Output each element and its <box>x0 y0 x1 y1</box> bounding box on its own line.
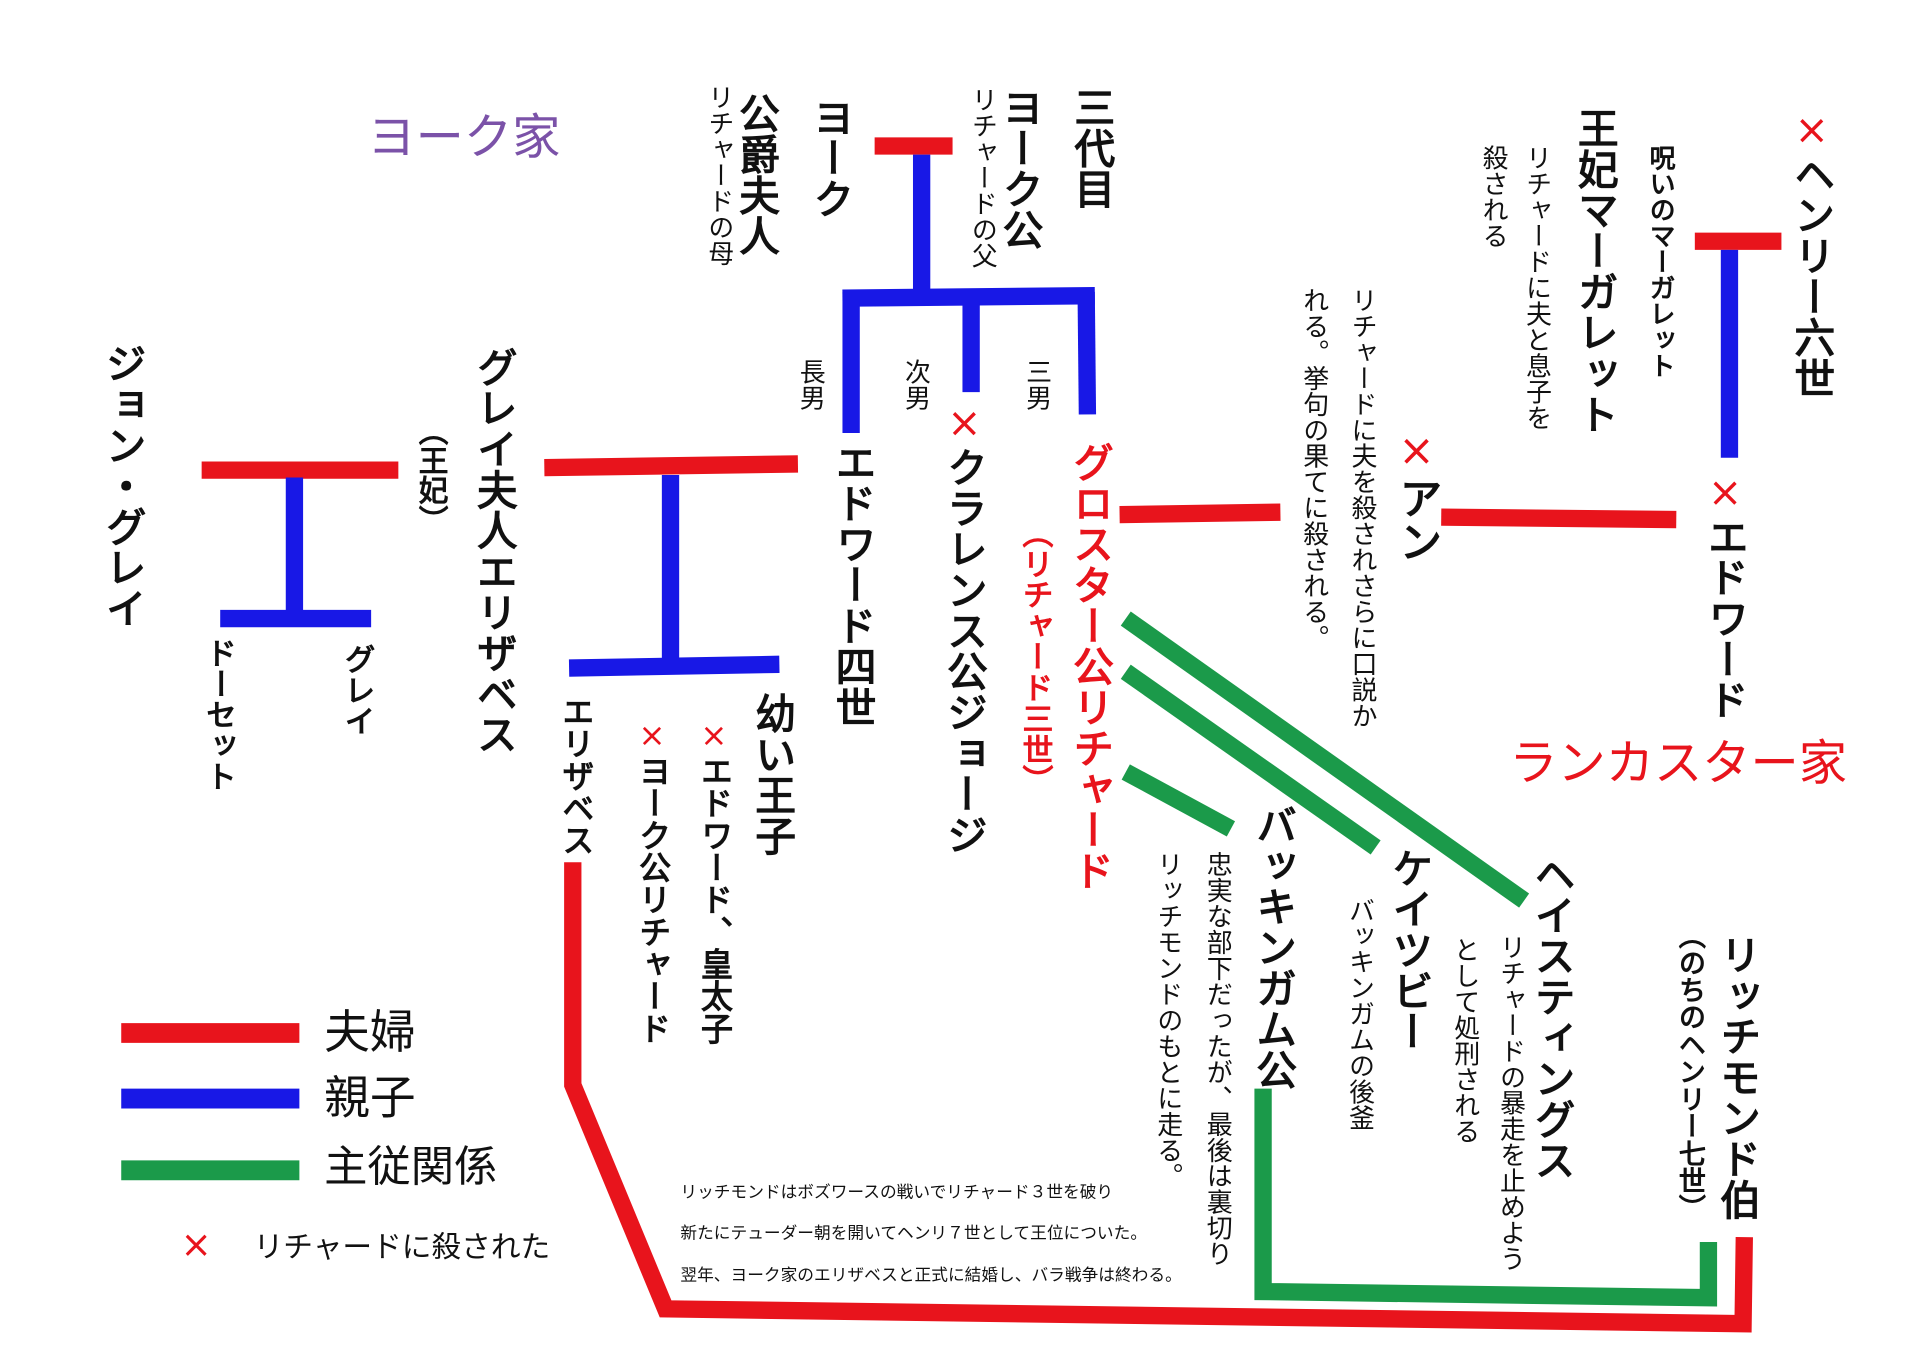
parent-line-york-sons-bar <box>842 287 1095 307</box>
john-grey-name: ジョン・グレイ <box>98 342 148 629</box>
killed-mark-icon: × <box>1391 426 1442 477</box>
vassal-line-catesby <box>1120 664 1381 855</box>
legend-parent-child-label: 親子 <box>324 1071 416 1125</box>
killed-mark-icon: × <box>940 398 989 447</box>
killed-mark-icon: × <box>695 717 733 755</box>
elizabeth-of-york-name: エリザベス <box>556 695 594 857</box>
marriage-line-anne-edward <box>1441 508 1677 529</box>
margaret-name: 王妃マーガレット <box>1571 107 1620 435</box>
elizabeth-woodville-role: （王妃） <box>413 415 448 535</box>
prince-edward-label: ×エドワード、皇太子 <box>695 717 733 1045</box>
killed-mark-icon: × <box>1701 467 1750 516</box>
buckingham-note-line2: リッチモンドのもとに走る。 <box>1154 851 1184 1189</box>
buckingham-name: バッキンガム公 <box>1249 804 1298 1090</box>
legend-lord-vassal-label: 主従関係 <box>324 1143 498 1193</box>
margaret-note-line1: リチャードに夫と息子を <box>1522 144 1553 431</box>
epilogue-line: リッチモンドはボズワースの戦いでリチャード３世を破り <box>680 1182 1114 1203</box>
legend-killed-mark-icon: × <box>180 1223 212 1267</box>
hastings-name: ヘイスティングス <box>1527 853 1577 1181</box>
catesby-note: バッキンガムの後釜 <box>1345 896 1376 1131</box>
prince-richard-name: ヨーク公リチャード <box>633 754 671 1045</box>
third-son-label: 三男 <box>1023 358 1053 411</box>
epilogue-line: 新たにテューダー朝を開いてヘンリ７世として王位についた。 <box>680 1223 1148 1244</box>
lancaster-house-label: ランカスター家 <box>1509 736 1848 792</box>
elizabeth-woodville-name: グレイ夫人エリザベス <box>470 346 519 755</box>
vassal-line-buckingham <box>1121 764 1236 837</box>
henry-vi-name: ヘンリー六世 <box>1787 153 1836 399</box>
richmond-alias: （のちのヘンリー七世） <box>1673 921 1705 1222</box>
margaret-epithet: 呪いのマーガレット <box>1646 144 1677 379</box>
anne-note-line1: リチャードに夫を殺されさらに口説か <box>1348 287 1379 729</box>
york-house-label: ヨーク家 <box>367 110 561 166</box>
dorset-name: ドーセット <box>201 637 238 792</box>
marriage-line-elizabeth-richmond <box>564 862 1753 1333</box>
henry-vi-label: ×ヘンリー六世 <box>1788 105 1836 398</box>
margaret-note-line2: 殺される <box>1479 144 1510 249</box>
buckingham-note-line1: 忠実な部下だったが、最後は裏切り <box>1203 851 1234 1267</box>
epilogue-line: 翌年、ヨーク家のエリザベスと正式に結婚し、バラ戦争は終わる。 <box>680 1265 1182 1286</box>
duchess-title-line1: ヨーク <box>806 96 855 219</box>
edward-lancaster-label: ×エドワード <box>1701 468 1749 720</box>
legend-marriage-label: 夫婦 <box>324 1005 416 1059</box>
george-label: ×クラレンス公ジョージ <box>940 398 988 854</box>
duchess-title-line2: 公爵夫人 <box>732 92 781 257</box>
richard-name: グロスター公リチャード <box>1066 441 1115 891</box>
edward-iv-name: エドワード四世 <box>828 441 878 728</box>
second-son-label: 次男 <box>901 358 932 411</box>
young-princes-label: 幼い王子 <box>748 692 797 857</box>
george-name: クラレンス公ジョージ <box>940 446 989 855</box>
parent-line-edward-children-bar <box>568 655 780 677</box>
duchess-note: リチャードの母 <box>705 84 735 266</box>
killed-mark-icon: × <box>633 717 671 755</box>
eldest-son-label: 長男 <box>796 358 827 411</box>
marriage-line-elizabeth-edward-iv <box>544 455 799 477</box>
duke-title-line1: 三代目 <box>1067 86 1116 210</box>
richmond-name: リッチモンド伯 <box>1713 934 1762 1220</box>
richard-alias: （リチャード三世） <box>1018 517 1055 796</box>
parent-line-richard <box>1077 291 1097 415</box>
prince-edward-name: エドワード、皇太子 <box>695 754 733 1045</box>
prince-richard-label: ×ヨーク公リチャード <box>633 717 671 1045</box>
vassal-line-hastings <box>1120 611 1530 908</box>
hastings-note-line2: として処刑される <box>1451 936 1481 1145</box>
killed-mark-icon: × <box>1787 105 1836 154</box>
anne-label: ×アン <box>1392 427 1441 563</box>
edward-lancaster-name: エドワード <box>1701 515 1750 720</box>
vassal-line-buckingham-richmond <box>1254 1088 1718 1307</box>
anne-note-line2: れる。挙句の果てに殺される。 <box>1300 287 1330 651</box>
duke-title-line2: ヨーク公 <box>995 86 1045 250</box>
catesby-name: ケイツビー <box>1385 847 1434 1052</box>
hastings-note-line1: リチャードの暴走を止めよう <box>1496 934 1527 1272</box>
marriage-line-richard-anne <box>1119 503 1281 524</box>
grey-child-name: グレイ <box>340 643 377 737</box>
duke-note: リチャードの父 <box>968 86 999 269</box>
legend-killed-label: リチャードに殺された <box>253 1229 551 1265</box>
anne-name: アン <box>1391 476 1442 563</box>
